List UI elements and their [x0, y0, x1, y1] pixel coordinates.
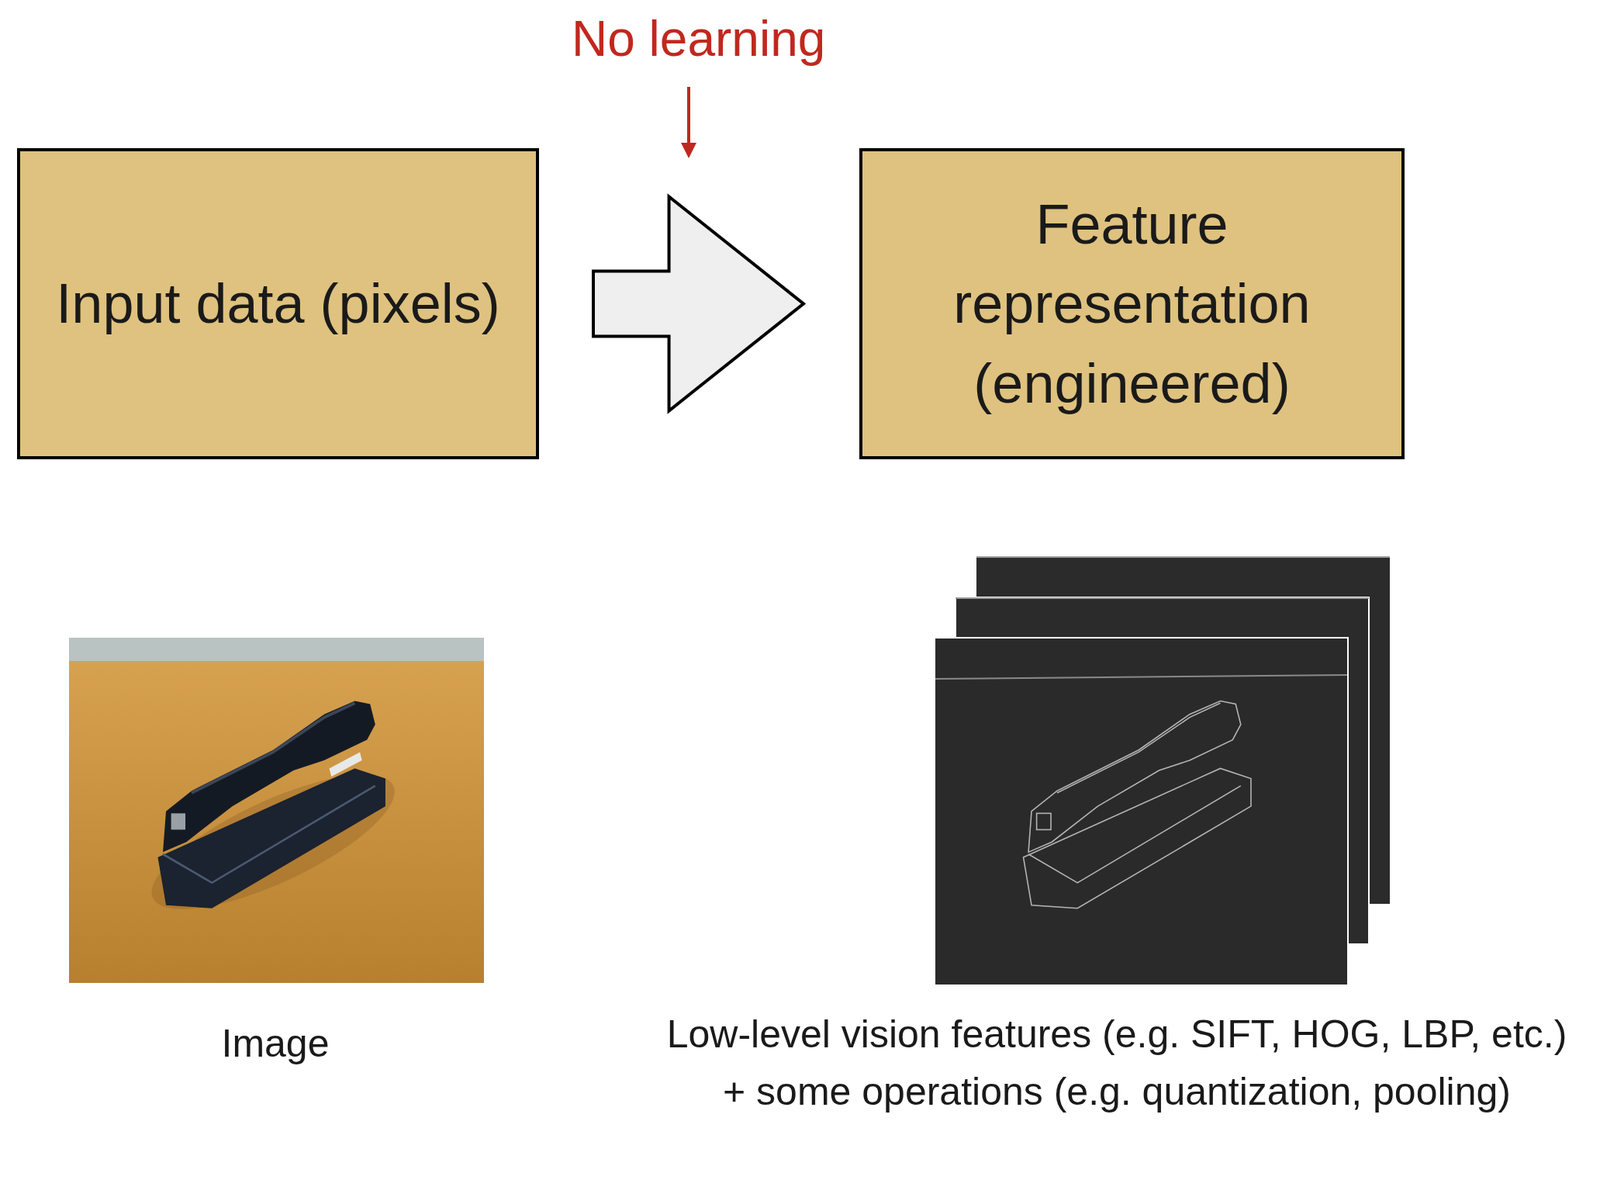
edge-label: No learning [571, 9, 826, 70]
stapler-photo [69, 637, 484, 983]
feature-maps [934, 556, 1390, 985]
pointer-arrow [680, 86, 697, 159]
box-text: Feature representation (engineered) [862, 184, 1402, 423]
box-text: Input data (pixels) [32, 263, 523, 343]
process-box: Input data (pixels) [17, 148, 540, 460]
block-arrow [593, 196, 804, 412]
feature-caption: Low-level vision features (e.g. SIFT, HO… [655, 1005, 1579, 1120]
image-caption: Image [112, 1015, 439, 1071]
process-box: Feature representation (engineered) [859, 148, 1405, 460]
